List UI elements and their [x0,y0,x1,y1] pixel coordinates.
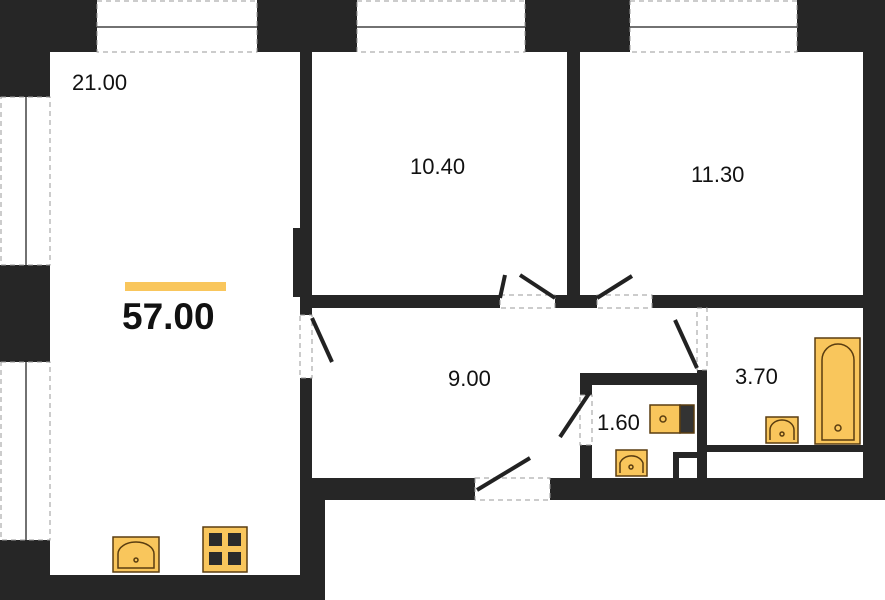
fixtures [112,337,861,573]
kitchen-sink-icon [112,536,160,573]
toilet-icon [649,404,695,434]
room-area-living: 21.00 [72,70,128,95]
toilet-sink-icon [615,449,648,477]
total-area: 57.00 [122,296,215,337]
total-area-accent-bar [125,282,226,291]
room-area-bedroom-1: 10.40 [410,154,466,179]
room-area-bedroom-2: 11.30 [691,162,745,187]
room-area-hallway: 9.00 [448,366,491,391]
bathtub-icon [814,337,861,445]
stove-icon [202,526,248,573]
doors [310,273,699,492]
bath-sink-icon [765,416,799,444]
openings [0,0,798,541]
room-area-toilet: 1.60 [597,410,640,435]
room-area-bathroom: 3.70 [735,364,778,389]
window-panes [25,26,797,540]
